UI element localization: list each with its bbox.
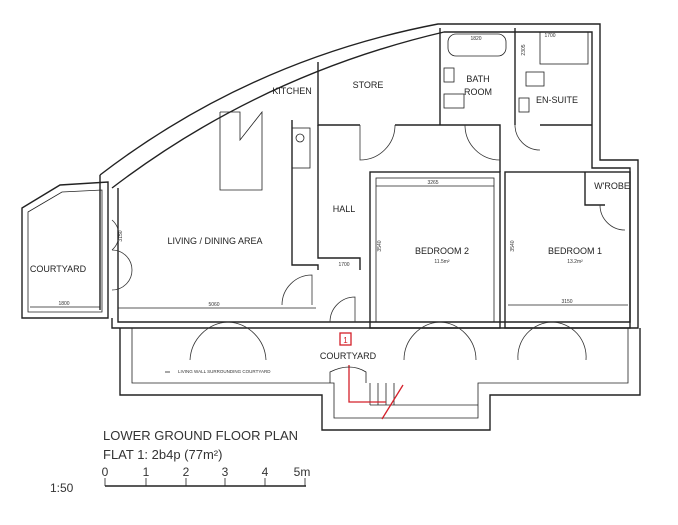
scale-ratio: 1:50 (50, 481, 74, 495)
dim-living: 5060 (208, 302, 219, 308)
interior-walls (219, 28, 631, 329)
dim-bedroom2-depth: 3540 (377, 240, 383, 251)
scale-tick-3: 3 (222, 465, 229, 479)
room-label-wardrobe: W'ROBE (594, 181, 630, 191)
dim-hall: 1700 (338, 262, 349, 268)
doors (111, 124, 626, 361)
room-label-ensuite: EN-SUITE (536, 95, 578, 105)
scale-tick-0: 0 (102, 465, 109, 479)
living-wall-note: LIVING WALL SURROUNDING COURTYARD (178, 369, 271, 374)
room-area-bedroom2: 11.5m² (434, 259, 450, 265)
scale-bar: 0 1 2 3 4 5m 1:50 (50, 465, 310, 495)
scale-tick-5: 5m (294, 465, 311, 479)
dim-ensuite: 2305 (521, 44, 527, 55)
dim-shower: 1700 (544, 33, 555, 39)
plan-subtitle: FLAT 1: 2b4p (77m²) (103, 447, 222, 462)
left-courtyard-walls (21, 181, 109, 319)
dim-bedroom1-width: 3150 (561, 299, 572, 305)
room-label-bath-1: BATH (466, 74, 489, 84)
room-label-courtyard-front: COURTYARD (320, 351, 377, 361)
room-label-kitchen: KITCHEN (272, 86, 312, 96)
room-label-living: LIVING / DINING AREA (167, 236, 262, 246)
entrance-marker-box (339, 332, 352, 346)
entrance-route (329, 332, 404, 420)
entrance-marker-number: 1 (343, 336, 348, 345)
dim-bedroom2-width: 3265 (427, 180, 438, 186)
dim-bedroom1-depth: 3540 (510, 240, 516, 251)
dim-living-door: 3150 (118, 230, 124, 241)
dim-courtyard: 1800 (58, 301, 69, 307)
room-area-bedroom1: 13.2m² (567, 259, 583, 265)
plan-title: LOWER GROUND FLOOR PLAN (103, 428, 298, 443)
room-label-store: STORE (353, 80, 384, 90)
room-label-courtyard-left: COURTYARD (30, 264, 87, 274)
room-label-hall: HALL (333, 204, 356, 214)
scale-tick-1: 1 (143, 465, 150, 479)
outer-walls (99, 23, 639, 329)
room-label-bedroom2: BEDROOM 2 (415, 246, 469, 256)
scale-tick-2: 2 (183, 465, 190, 479)
room-label-bedroom1: BEDROOM 1 (548, 246, 602, 256)
room-label-bath-2: ROOM (464, 87, 492, 97)
front-courtyard-walls (119, 328, 641, 431)
dim-bath: 1820 (470, 36, 481, 42)
scale-tick-4: 4 (262, 465, 269, 479)
